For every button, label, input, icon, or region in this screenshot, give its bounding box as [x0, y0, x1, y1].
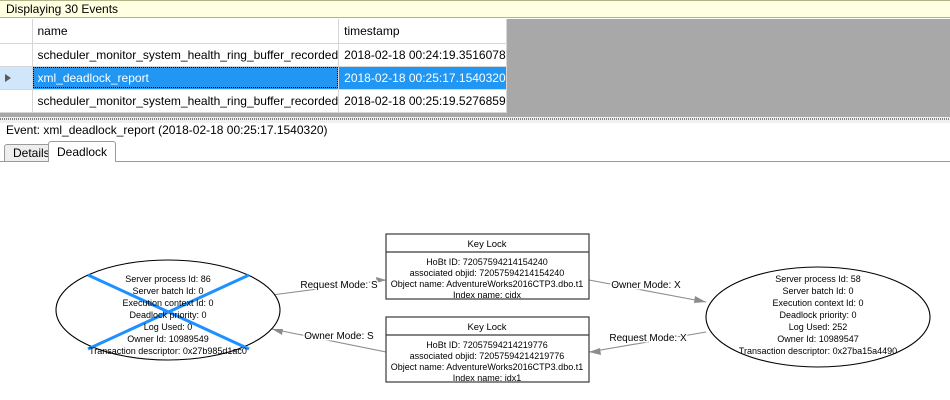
table-row[interactable]: scheduler_monitor_system_health_ring_buf… [0, 89, 507, 113]
edge-label-right-request-bottom: Request Mode: X [608, 332, 689, 346]
edge-label-left-request-top: Request Mode: S [299, 279, 380, 293]
deadlock-victim-cross-icon [87, 273, 250, 351]
edge-bottom-owner-left [271, 328, 387, 353]
events-count-banner: Displaying 30 Events [0, 0, 950, 18]
process-left-line-3: Execution context Id: 0 [122, 298, 213, 308]
tab-deadlock[interactable]: Deadlock [48, 141, 117, 162]
cell-name[interactable]: xml_deadlock_report [32, 66, 340, 90]
process-right-line-2: Server batch Id: 0 [782, 286, 853, 296]
edge-label-bottom-owner-left: Owner Mode: S [303, 330, 376, 344]
process-right-line-5: Log Used: 252 [789, 322, 848, 332]
resource-node-bottom[interactable]: Key Lock HoBt ID: 72057594214219776 asso… [385, 316, 590, 383]
edge-right-request-bottom [588, 331, 707, 355]
row-selector[interactable] [0, 89, 33, 113]
resource-top-line-1: HoBt ID: 72057594214154240 [426, 257, 548, 267]
edge-top-owner-right [588, 279, 707, 303]
process-left-line-5: Log Used: 0 [144, 322, 193, 332]
process-right-line-3: Execution context Id: 0 [772, 298, 863, 308]
resource-bottom-line-3: Object name: AdventureWorks2016CTP3.dbo.… [391, 362, 583, 372]
process-right-line-1: Server process Id: 58 [775, 274, 861, 284]
process-left-line-7: Transaction descriptor: 0x27b985d1ac0 [89, 346, 247, 356]
svg-text:Owner Mode: S: Owner Mode: S [304, 331, 374, 342]
process-left-line-1: Server process Id: 86 [125, 274, 211, 284]
process-node-left[interactable]: Server process Id: 86 Server batch Id: 0… [55, 259, 281, 361]
events-grid[interactable]: name timestamp scheduler_monitor_system_… [0, 19, 507, 113]
grid-header-name[interactable]: name [32, 19, 340, 44]
events-count-label: Displaying 30 Events [6, 2, 119, 16]
tab-details[interactable]: Details [4, 144, 59, 161]
process-left-line-6: Owner Id: 10989549 [127, 334, 209, 344]
cell-timestamp[interactable]: 2018-02-18 00:24:19.3516078 [338, 43, 507, 67]
process-left-line-4: Deadlock priority: 0 [129, 310, 206, 320]
svg-text:Request Mode: S: Request Mode: S [300, 280, 378, 291]
horizontal-splitter[interactable] [0, 117, 950, 123]
resource-bottom-line-4: Index name: idx1 [453, 373, 522, 383]
events-grid-area[interactable]: name timestamp scheduler_monitor_system_… [0, 19, 950, 117]
row-selector[interactable] [0, 66, 33, 90]
svg-text:Request Mode: X: Request Mode: X [609, 333, 687, 344]
resource-top-line-3: Object name: AdventureWorks2016CTP3.dbo.… [391, 279, 583, 289]
resource-top-line-2: associated objid: 72057594214154240 [410, 268, 565, 278]
process-right-line-6: Owner Id: 10989547 [777, 334, 859, 344]
process-node-right[interactable]: Server process Id: 58 Server batch Id: 0… [705, 266, 931, 368]
grid-header-selector [0, 19, 33, 44]
process-right-line-4: Deadlock priority: 0 [779, 310, 856, 320]
events-grid-header-row: name timestamp [0, 19, 507, 44]
resource-node-top[interactable]: Key Lock HoBt ID: 72057594214154240 asso… [385, 233, 590, 300]
grid-header-timestamp[interactable]: timestamp [338, 19, 507, 44]
resource-bottom-line-2: associated objid: 72057594214219776 [410, 351, 565, 361]
resource-top-title: Key Lock [467, 239, 506, 250]
resource-bottom-title: Key Lock [467, 322, 506, 333]
deadlock-graph-canvas[interactable]: Server process Id: 86 Server batch Id: 0… [0, 161, 950, 400]
table-row[interactable]: xml_deadlock_report 2018-02-18 00:25:17.… [0, 66, 507, 90]
edge-left-request-top [271, 277, 387, 296]
row-selector[interactable] [0, 43, 33, 67]
current-row-arrow-icon [5, 74, 11, 83]
resource-bottom-line-1: HoBt ID: 72057594214219776 [426, 340, 548, 350]
edge-label-top-owner-right: Owner Mode: X [610, 279, 683, 293]
resource-top-line-4: Index name: cidx [453, 290, 522, 300]
tabstrip[interactable]: Details Deadlock [0, 141, 950, 162]
svg-text:Owner Mode: X: Owner Mode: X [611, 280, 681, 291]
cell-timestamp[interactable]: 2018-02-18 00:25:17.1540320 [338, 66, 507, 90]
cell-name[interactable]: scheduler_monitor_system_health_ring_buf… [32, 89, 340, 113]
cell-name[interactable]: scheduler_monitor_system_health_ring_buf… [32, 43, 340, 67]
process-left-line-2: Server batch Id: 0 [132, 286, 203, 296]
cell-timestamp[interactable]: 2018-02-18 00:25:19.5276859 [338, 89, 507, 113]
selected-event-title: Event: xml_deadlock_report (2018-02-18 0… [0, 123, 950, 140]
table-row[interactable]: scheduler_monitor_system_health_ring_buf… [0, 43, 507, 67]
process-right-line-7: Transaction descriptor: 0x27ba15a4490 [739, 346, 897, 356]
